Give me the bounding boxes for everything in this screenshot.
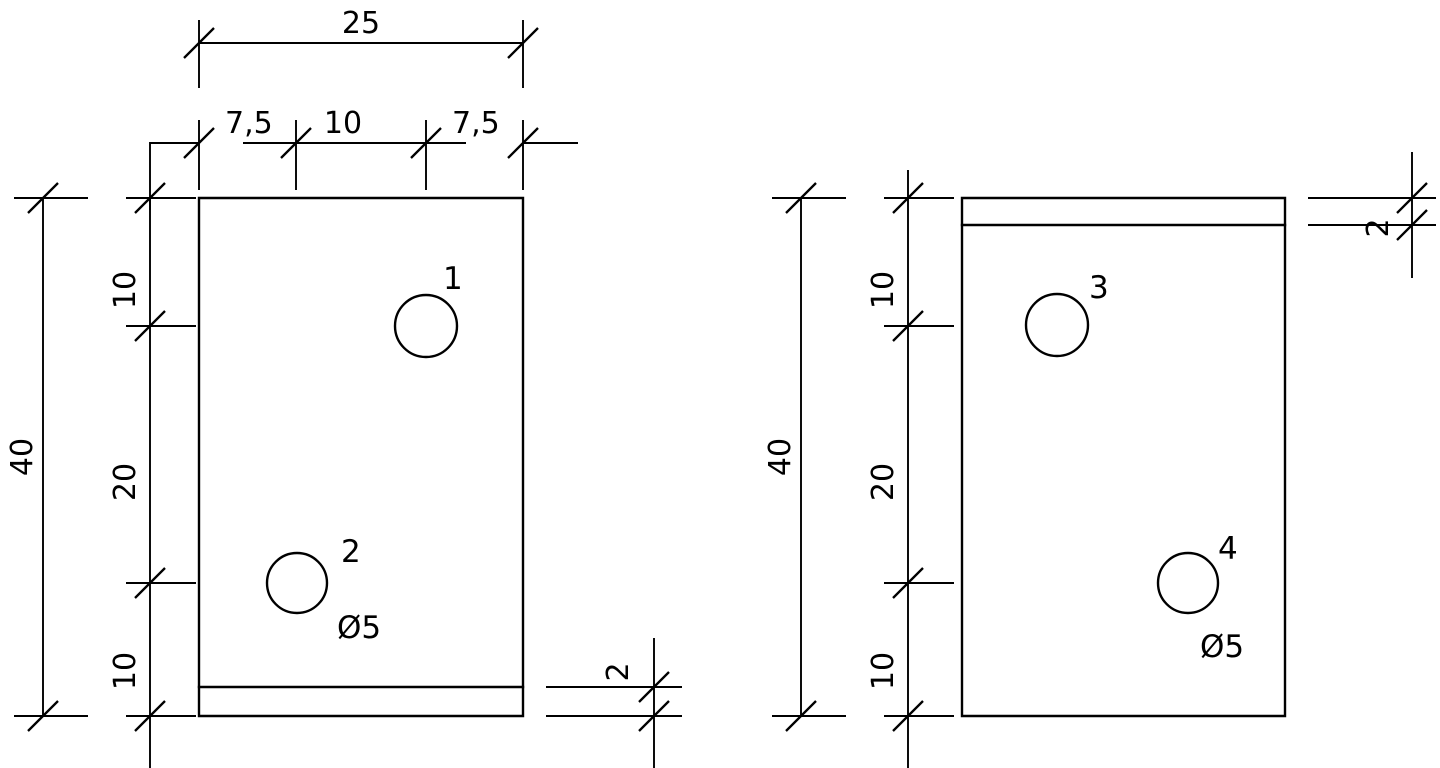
hole-2-circle xyxy=(265,551,329,615)
left-vchain-tick-c xyxy=(134,567,166,599)
left-height-tick-bottom xyxy=(27,700,59,732)
right-thickness-text: 2 xyxy=(1361,218,1396,237)
hole-2-label: 2 xyxy=(341,534,361,570)
left-thickness-tick-bottom xyxy=(638,700,670,732)
right-chain-h2-text: 20 xyxy=(866,463,901,501)
left-chain-h1-text: 10 xyxy=(108,271,143,309)
left-chain-width-dimensions: 7,5 10 7,5 xyxy=(149,106,578,210)
left-overall-width-text: 25 xyxy=(342,6,380,41)
left-thickness-tick-top xyxy=(638,671,670,703)
left-diameter-note: Ø5 xyxy=(337,610,381,646)
right-vchain-tick-c xyxy=(892,567,924,599)
right-chain-h3-text: 10 xyxy=(866,652,901,690)
hole-4-label: 4 xyxy=(1218,531,1238,567)
left-plate-view: 1 2 Ø5 25 7,5 10 xyxy=(5,6,682,768)
right-height-tick-top xyxy=(785,182,817,214)
right-vchain-tick-a xyxy=(892,182,924,214)
hole-3-circle xyxy=(1024,292,1090,358)
left-chain-tick-b xyxy=(280,127,312,159)
left-width-tick-left xyxy=(183,27,215,59)
left-chain-w2-text: 10 xyxy=(324,106,362,141)
right-chain-h1-text: 10 xyxy=(866,271,901,309)
left-plate-outline xyxy=(197,196,525,718)
left-thickness-dimension: 2 xyxy=(546,638,682,768)
right-diameter-note: Ø5 xyxy=(1200,629,1244,665)
right-overall-height-text: 40 xyxy=(763,438,798,476)
right-thickness-dimension: 2 xyxy=(1308,152,1436,278)
left-vchain-tick-b xyxy=(134,310,166,342)
left-vchain-tick-d xyxy=(134,700,166,732)
right-thickness-tick-top xyxy=(1396,182,1428,214)
left-plate-rectangle xyxy=(197,196,525,718)
left-plate-holes xyxy=(265,293,459,615)
right-vchain-tick-d xyxy=(892,700,924,732)
right-overall-height-dimension: 40 xyxy=(763,182,846,732)
left-chain-tick-d xyxy=(507,127,539,159)
right-plate-view: 3 4 Ø5 40 10 20 10 xyxy=(763,152,1436,768)
left-chain-h3-text: 10 xyxy=(108,652,143,690)
hole-4-circle xyxy=(1156,551,1220,615)
left-chain-w3-text: 7,5 xyxy=(452,106,500,141)
right-plate-rectangle xyxy=(960,196,1287,718)
hole-1-circle xyxy=(393,293,459,359)
left-thickness-text: 2 xyxy=(601,662,636,681)
right-thickness-tick-bottom xyxy=(1396,209,1428,241)
left-chain-corner-connector xyxy=(149,142,199,210)
right-vchain-tick-b xyxy=(892,310,924,342)
left-chain-tick-c xyxy=(410,127,442,159)
left-chain-h2-text: 20 xyxy=(108,463,143,501)
hole-3-label: 3 xyxy=(1089,270,1109,306)
right-height-tick-bottom xyxy=(785,700,817,732)
left-overall-height-text: 40 xyxy=(5,438,40,476)
left-width-tick-right xyxy=(507,27,539,59)
right-chain-height-dimensions: 10 20 10 xyxy=(866,170,954,768)
left-vchain-tick-a xyxy=(134,182,166,214)
left-chain-height-dimensions: 10 20 10 xyxy=(108,182,196,768)
right-plate-outline xyxy=(960,196,1287,718)
left-chain-w1-text: 7,5 xyxy=(225,106,273,141)
left-height-tick-top xyxy=(27,182,59,214)
left-overall-width-dimension: 25 xyxy=(183,6,539,88)
left-overall-height-dimension: 40 xyxy=(5,182,88,732)
right-plate-holes xyxy=(1024,292,1220,615)
hole-1-label: 1 xyxy=(443,261,463,297)
